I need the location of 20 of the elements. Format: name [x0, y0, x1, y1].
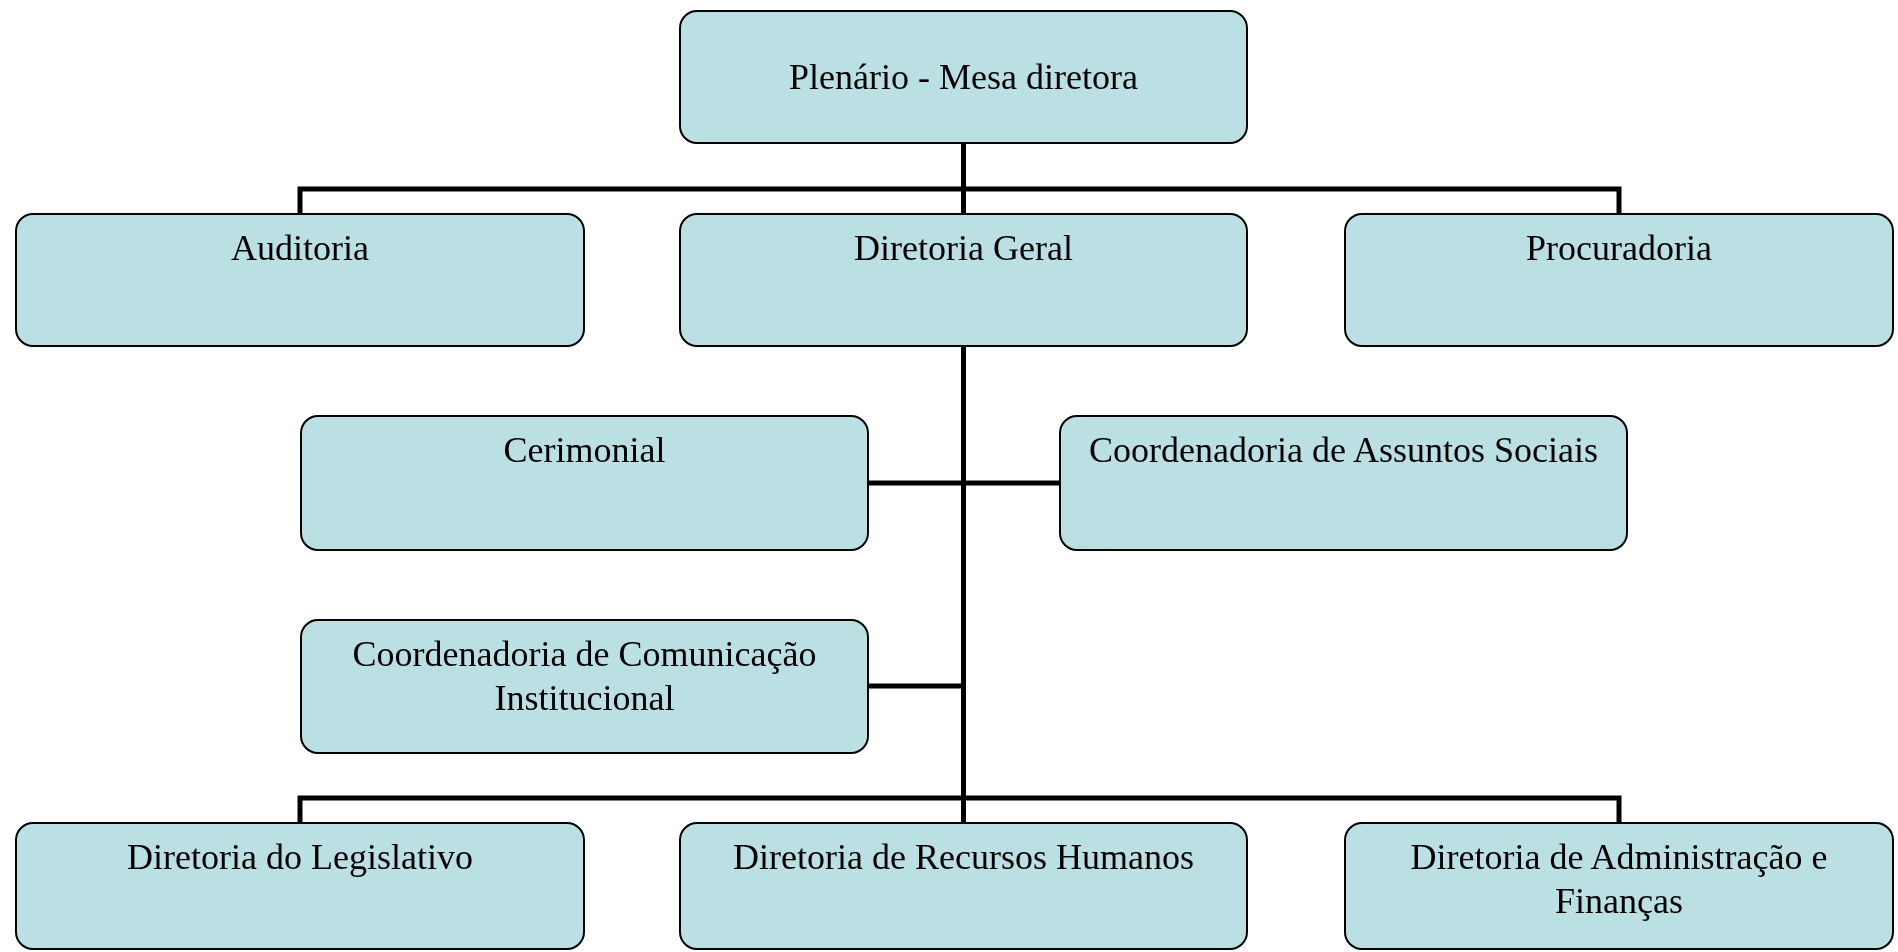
unit-name: Coordenadoria de Assuntos Sociais	[1088, 429, 1599, 472]
unit-name: Diretoria do Legislativo	[126, 836, 474, 879]
unit-name: Coordenadoria de Comunicação Institucional	[351, 633, 818, 720]
org-unit-box	[1344, 822, 1894, 950]
org-unit-box	[300, 619, 869, 754]
unit-name: Auditoria	[230, 227, 370, 270]
org-unit-box	[679, 822, 1248, 950]
unit-name: Diretoria de Recursos Humanos	[732, 836, 1195, 879]
org-unit-box	[15, 213, 585, 347]
org-unit-box	[679, 213, 1248, 347]
org-unit-box	[300, 415, 869, 551]
unit-name: Diretoria Geral	[853, 227, 1074, 270]
unit-name: Procuradoria	[1525, 227, 1713, 270]
org-unit-box	[1059, 415, 1628, 551]
org-unit-box	[15, 822, 585, 950]
unit-name: Plenário - Mesa diretora	[788, 56, 1139, 99]
unit-name: Cerimonial	[502, 429, 667, 472]
unit-name: Diretoria de Administração e Finanças	[1409, 836, 1829, 923]
org-unit-box	[679, 10, 1248, 144]
org-unit-box	[1344, 213, 1894, 347]
